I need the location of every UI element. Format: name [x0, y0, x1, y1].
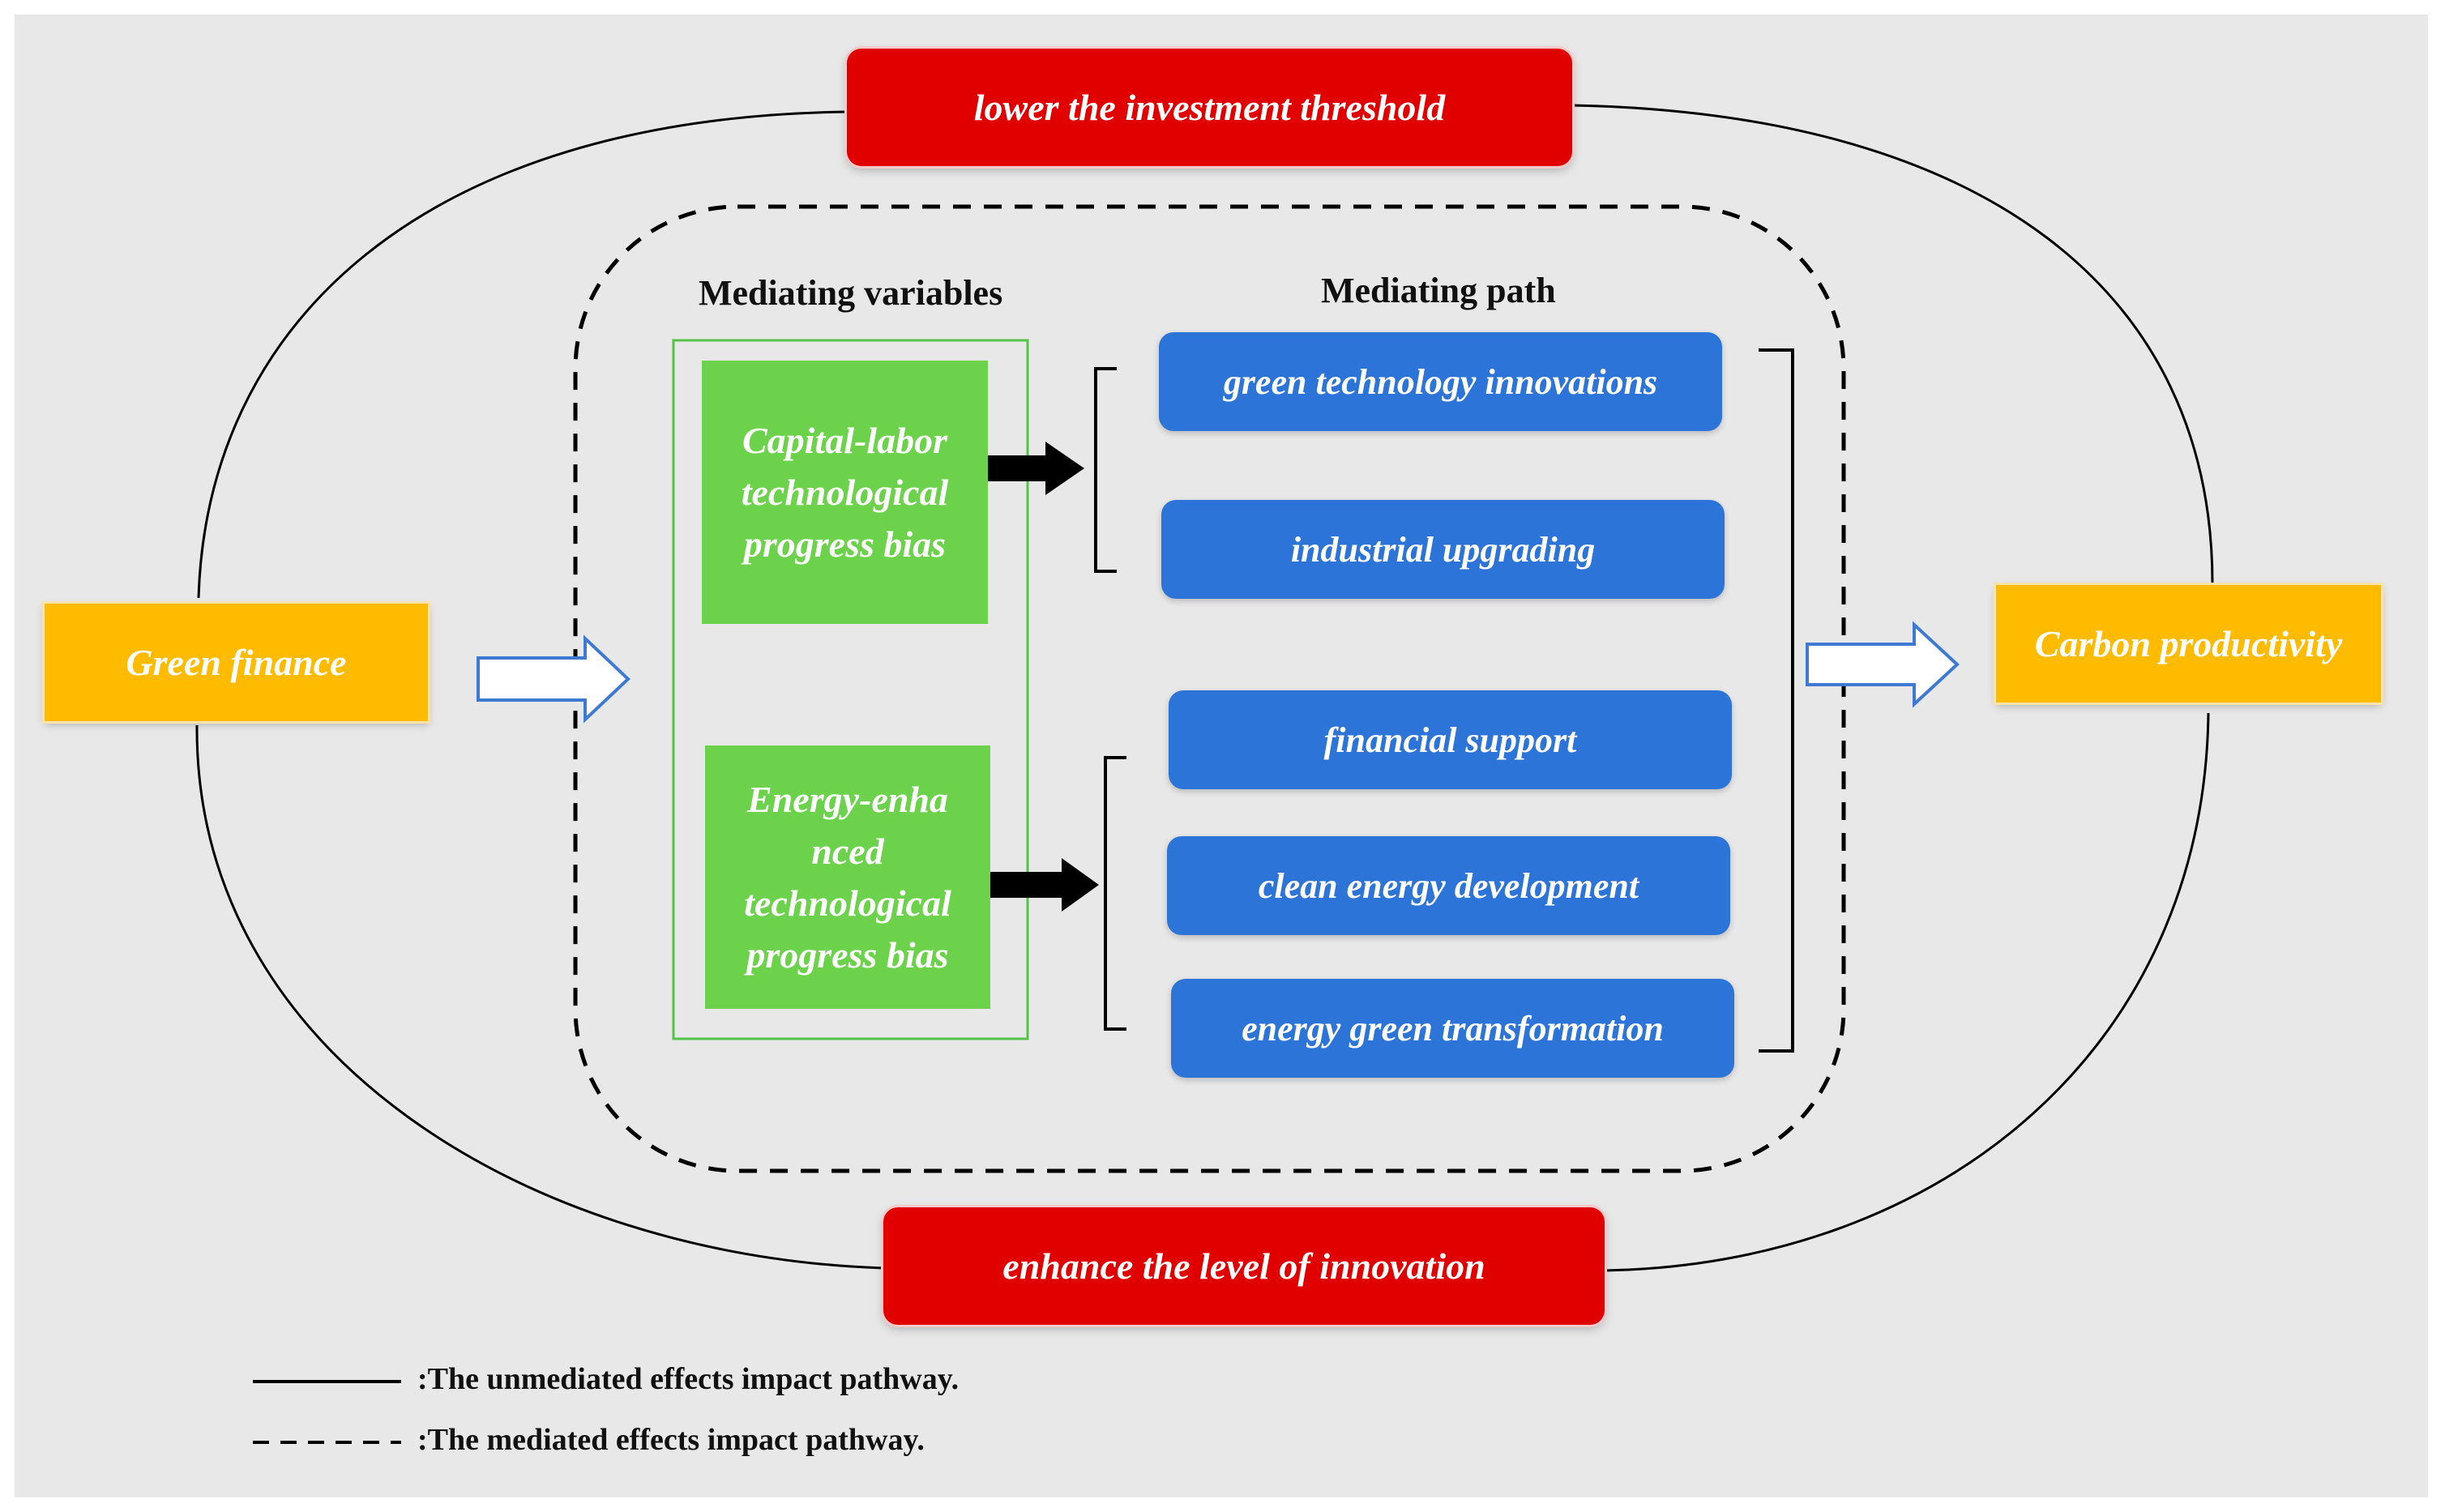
path-industrial-upgrading: industrial upgrading [1161, 500, 1725, 599]
output-hollow-arrow [1806, 621, 1960, 708]
path-clean-energy-development-label: clean energy development [1258, 865, 1639, 906]
path-financial-support: financial support [1169, 690, 1732, 789]
lower-black-arrow [977, 858, 1099, 912]
carbon-productivity-label: Carbon productivity [2034, 623, 2343, 664]
mediating-variables-heading: Mediating variables [699, 273, 1003, 313]
path-energy-green-transformation: energy green transformation [1171, 979, 1734, 1078]
upper-left-bracket [1094, 367, 1117, 573]
outer-loop-top-right [1571, 104, 2214, 584]
enhance-innovation-label: enhance the level of innovation [1002, 1245, 1485, 1287]
outer-loop-top-left [197, 110, 848, 599]
outer-loop-bottom-right [1604, 712, 2210, 1272]
carbon-productivity-box: Carbon productivity [1996, 585, 2381, 703]
path-financial-support-label: financial support [1323, 720, 1577, 760]
lower-investment-threshold-label: lower the investment threshold [973, 87, 1446, 128]
right-bracket [1759, 348, 1794, 1053]
path-energy-green-transformation-label: energy green transformation [1242, 1008, 1664, 1049]
lower-investment-threshold-box: lower the investment threshold [847, 49, 1572, 166]
enhance-innovation-box: enhance the level of innovation [883, 1207, 1605, 1325]
upper-black-arrow [963, 442, 1084, 495]
energy-enhanced-bias-box: Energy-enha nced technological progress … [705, 745, 990, 1009]
green-finance-label: Green finance [126, 642, 347, 683]
mediating-variables-frame [672, 339, 1029, 1040]
path-industrial-upgrading-label: industrial upgrading [1290, 529, 1596, 570]
legend-solid-label: :The unmediated effects impact pathway. [417, 1362, 960, 1396]
green-finance-box: Green finance [45, 604, 428, 721]
energy-enhanced-bias-label: Energy-enha nced technological progress … [744, 778, 951, 976]
path-clean-energy-development: clean energy development [1167, 836, 1730, 935]
path-green-technology-innovations-label: green technology innovations [1223, 361, 1658, 402]
mediating-path-heading: Mediating path [1321, 271, 1556, 310]
lower-left-bracket [1104, 756, 1126, 1031]
legend-dashed-label: :The mediated effects impact pathway. [417, 1423, 925, 1457]
input-hollow-arrow [477, 634, 630, 724]
capital-labor-bias-label: Capital-labor technological progress bia… [741, 419, 949, 565]
path-green-technology-innovations: green technology innovations [1159, 332, 1722, 431]
capital-labor-bias-box: Capital-labor technological progress bia… [702, 361, 988, 624]
outer-loop-bottom-left [195, 724, 884, 1270]
